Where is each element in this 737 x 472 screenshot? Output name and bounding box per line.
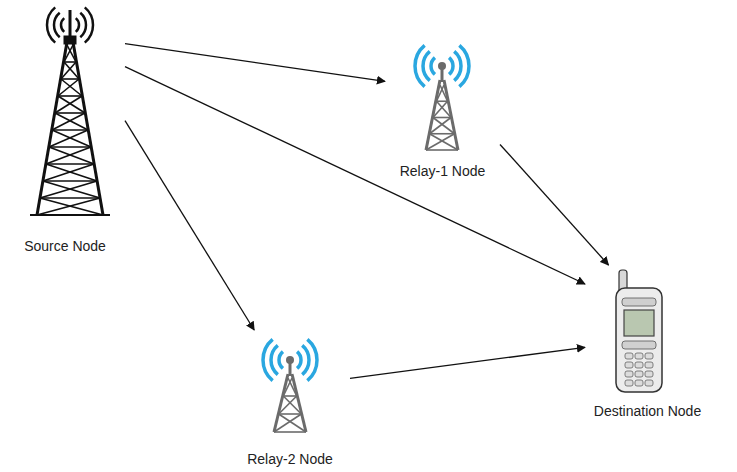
station-node: Relay-2 Node xyxy=(230,330,350,468)
signal-arrow xyxy=(350,347,585,378)
node-label: Source Node xyxy=(24,238,106,255)
signal-arrow xyxy=(500,144,609,265)
station-node: Destination Node xyxy=(585,265,710,420)
signal-arrow xyxy=(125,67,585,284)
radio-waves xyxy=(263,339,317,380)
lattice-tower xyxy=(30,10,110,215)
radio-waves xyxy=(415,45,469,86)
signal-arrow xyxy=(125,44,385,82)
relay-tower xyxy=(426,62,458,150)
node-label: Relay-2 Node xyxy=(247,451,333,468)
node-label: Destination Node xyxy=(594,403,701,420)
relay-tower xyxy=(274,356,306,432)
node-label: Relay-1 Node xyxy=(400,163,486,180)
radio-waves xyxy=(47,7,93,42)
signal-arrow xyxy=(125,121,254,330)
station-node: Relay-1 Node xyxy=(385,35,500,180)
mobile-phone xyxy=(616,270,662,392)
station-node: Source Node xyxy=(5,5,125,255)
